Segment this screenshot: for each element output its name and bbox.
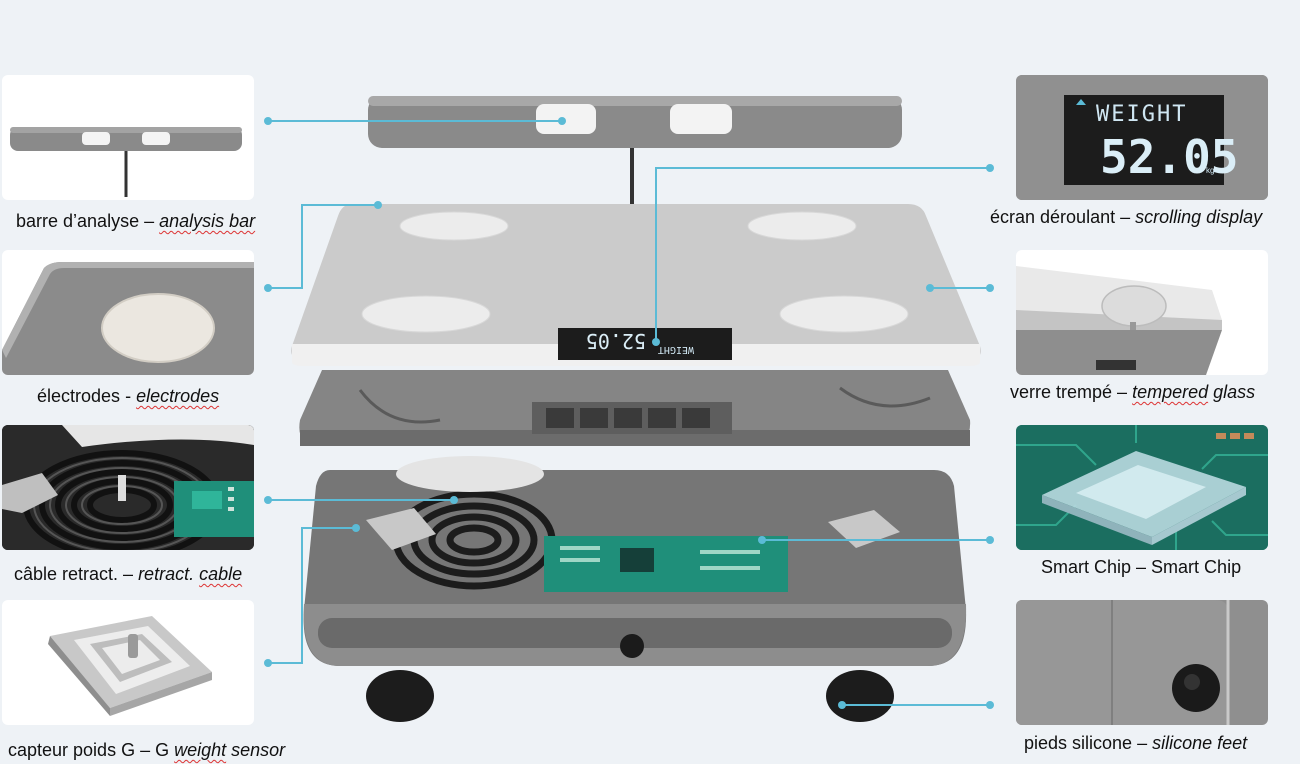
tempered-glass-caption: verre trempé – tempered glass: [1010, 382, 1256, 402]
scale-glass-plate: 52.05 WEIGHT: [291, 204, 981, 366]
leader-lines: [268, 120, 990, 706]
retract-cable-panel: [2, 425, 254, 550]
scrolling-display-panel: WEIGHT 52.05 kg: [1016, 75, 1268, 200]
analysis-bar-caption: barre d’analyse – analysis bar: [16, 211, 256, 231]
display-unit-text: kg: [1206, 166, 1214, 175]
scale-analysis-bar: [368, 96, 902, 208]
weight-sensor-icon: [48, 616, 212, 716]
leader-dots: [264, 117, 994, 709]
silicone-foot-icon: [1016, 600, 1268, 725]
scale-display-value: 52.05: [586, 329, 646, 353]
silicone-feet-caption: pieds silicone – silicone feet: [1024, 733, 1248, 753]
tempered-glass-panel: [1016, 250, 1268, 375]
analysis-bar-panel: [2, 75, 254, 200]
smart-chip-panel: [1016, 425, 1268, 550]
weight-sensor-caption: capteur poids G – G weight sensor: [8, 740, 286, 760]
retract-cable-caption: câble retract. – retract. cable: [14, 564, 243, 584]
scale-base-shell: [303, 456, 967, 722]
silicone-feet-panel: [1016, 600, 1268, 725]
display-mode-text: WEIGHT: [1096, 102, 1187, 127]
smart-chip-caption: Smart Chip – Smart Chip: [1041, 557, 1242, 577]
tempered-glass-icon: [1016, 266, 1222, 375]
smart-chip-icon: [1016, 425, 1268, 550]
electrodes-panel: [2, 250, 254, 375]
weight-sensor-panel: [2, 600, 254, 725]
electrodes-caption: électrodes - electrodes: [37, 386, 220, 406]
lcd-display-icon: WEIGHT 52.05 kg: [1016, 75, 1268, 200]
electrode-pad-icon: [2, 262, 254, 375]
cable-reel-icon: [2, 425, 254, 550]
scale-middle-tray: [299, 370, 971, 446]
display-value-text: 52.05: [1100, 130, 1238, 184]
scrolling-display-caption: écran déroulant – scrolling display: [990, 207, 1263, 227]
scale-display-mode: WEIGHT: [658, 344, 694, 355]
analysis-bar-icon: [10, 127, 242, 197]
